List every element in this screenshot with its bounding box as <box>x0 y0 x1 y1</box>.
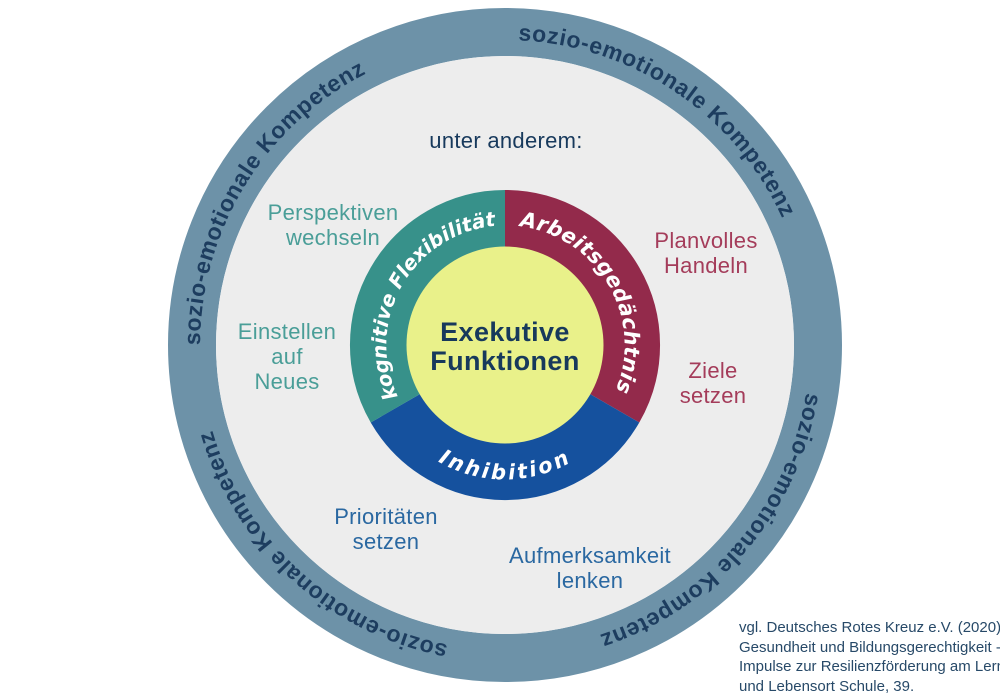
outer-ring <box>168 8 842 682</box>
segment-inhibition <box>370 393 640 501</box>
side-label-planvolles-handeln: Planvolles Handeln <box>654 228 758 278</box>
center-title-line2: Funktionen <box>430 346 580 376</box>
side-label-aufmerksamkeit-lenken: Aufmerksamkeit lenken <box>509 543 671 593</box>
center-title: Exekutive Funktionen <box>430 318 579 376</box>
side-label-ziele-setzen: Ziele setzen <box>679 358 747 408</box>
segment-arbeitsgedaechtnis <box>504 190 661 423</box>
core-circle <box>406 246 604 444</box>
center-title-line1: Exekutive <box>440 317 570 347</box>
side-label-perspektiven-wechseln: Perspektiven wechseln <box>267 200 399 250</box>
segment-kognitive-flexibilitaet <box>349 190 506 423</box>
citation: vgl. Deutsches Rotes Kreuz e.V. (2020): … <box>739 619 1000 695</box>
note-unter-anderem: unter anderem: <box>429 128 583 153</box>
side-label-einstellen-auf-neues: Einstellen auf Neues <box>237 319 337 394</box>
side-label-prioritaeten-setzen: Prioritäten setzen <box>334 504 438 554</box>
